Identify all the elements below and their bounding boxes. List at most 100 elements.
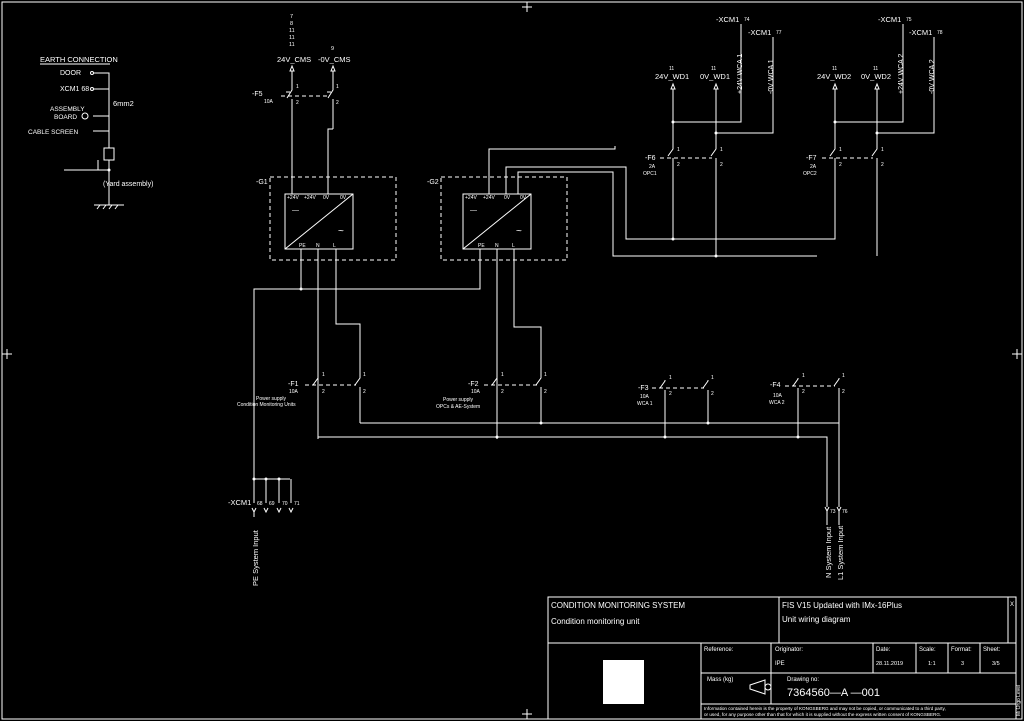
f5-pin1b: 1 (336, 84, 339, 90)
cms-neg-label: -0V_CMS (318, 55, 351, 64)
f1-rating: 10A (289, 389, 299, 395)
f6-tag: -F6 (645, 155, 656, 162)
f5-pin2b: 2 (336, 100, 339, 106)
f2-desc1: Power supply (443, 397, 474, 403)
f1-desc1: Power supply (256, 396, 287, 402)
f7-rating: 2A (810, 164, 817, 170)
tb-scale: 1:1 (928, 661, 936, 667)
f1-tag: -F1 (288, 381, 299, 388)
f7-tag: -F7 (806, 155, 817, 162)
wd1-supply-terminals: -XCM1 74 -XCM1 77 11 11 24V_WD1 0V_WD1 +… (655, 15, 782, 141)
earth-assembly-2: BOARD (54, 114, 77, 121)
earth-wire-size: 6mm2 (113, 99, 134, 108)
tb-note2: or used, for any purpose other than that… (704, 712, 941, 717)
g2-pe: PE (478, 243, 485, 249)
tb-scale-label: Scale: (919, 647, 936, 653)
bottom-xcm: -XCM1 (228, 498, 251, 507)
f4-pin2b: 2 (842, 389, 845, 395)
title-block: CONDITION MONITORING SYSTEM Condition mo… (547, 596, 1022, 720)
tb-fis: FIS V15 Updated with IMx-16Plus (782, 601, 902, 610)
f5-pin1a: 1 (296, 84, 299, 90)
earth-assembly-1: ASSEMBLY (50, 106, 85, 113)
company-logo (603, 660, 644, 704)
wd2-pos: 24V_WD2 (817, 72, 851, 81)
tb-note1: Information contained herein is the prop… (704, 706, 946, 711)
earth-door: DOOR (60, 70, 81, 77)
g2-dc-wires (488, 146, 817, 257)
psu-g2: -G2 +24V +24V 0V 0V — ~ PE N L (427, 176, 568, 261)
breaker-f7: -F7 2A OPC2 1 1 2 2 (714, 141, 884, 256)
earth-xcm: XCM1 68 (60, 86, 89, 93)
wd1-xcm-a-num: 74 (744, 17, 750, 23)
breaker-f4: -F4 10A WCA 2 1 1 2 2 (769, 373, 845, 437)
f6-desc: OPC1 (643, 171, 657, 177)
wd2-supply-terminals: -XCM1 75 -XCM1 78 11 11 24V_WD2 0V_WD2 +… (817, 15, 943, 141)
g1-t2: +24V (304, 195, 316, 201)
cms-num-1: 8 (290, 21, 293, 27)
bottom-70: 70 (282, 501, 288, 507)
g1-pe: PE (299, 243, 306, 249)
f3-desc: WCA 1 (637, 401, 653, 407)
bottom-73: 73 (830, 509, 836, 515)
l1-input-label: L1 System Input (836, 525, 845, 580)
projection-symbol-icon (749, 679, 772, 695)
wd1-xcm-a: -XCM1 (716, 15, 739, 24)
wd1-n2: 11 (711, 66, 716, 72)
f1-pin2b: 2 (363, 389, 366, 395)
f4-desc: WCA 2 (769, 400, 785, 406)
f5-tag: -F5 (252, 91, 263, 98)
tb-diagram: Unit wiring diagram (782, 615, 851, 624)
earth-yard: (Yard assembly) (103, 181, 153, 188)
bottom-76: 76 (842, 509, 848, 515)
f1-pin1a: 1 (322, 372, 325, 378)
tb-originator: IPE (775, 661, 785, 667)
wd1-wca-neg: -0V WCA 1 (768, 59, 775, 94)
f7-pin1b: 1 (881, 147, 884, 153)
f6-pin2b: 2 (720, 162, 723, 168)
f6-pin1a: 1 (677, 147, 680, 153)
f3-pin1b: 1 (711, 375, 714, 381)
cms-pos-label: 24V_CMS (277, 55, 311, 64)
f3-pin1a: 1 (669, 375, 672, 381)
cms-num-2: 11 (289, 28, 295, 34)
earth-cable-screen: CABLE SCREEN (28, 129, 79, 136)
g1-ac: ~ (338, 226, 344, 237)
tb-date: 28.11.2019 (876, 661, 903, 667)
wd1-pos: 24V_WD1 (655, 72, 689, 81)
breaker-f1: -F1 10A Power supply Condition Monitorin… (237, 368, 366, 423)
breaker-f2: -F2 10A Power supply OPCs & AE-System 1 … (436, 368, 547, 437)
g2-ac: ~ (516, 226, 522, 237)
g2-l: L (512, 243, 515, 249)
tb-system: CONDITION MONITORING SYSTEM (551, 601, 685, 610)
psu-g1: -G1 +24V +24V 0V 0V — ~ PE N L (256, 176, 397, 261)
wd1-xcm-b-num: 77 (776, 30, 782, 36)
g1-ac-wires (253, 249, 361, 479)
g1-t4: 0V (340, 195, 347, 201)
cms-num-0: 7 (290, 14, 293, 20)
wd2-xcm-b-num: 78 (937, 30, 943, 36)
wd2-n2: 11 (873, 66, 878, 72)
f7-pin2b: 2 (881, 162, 884, 168)
tb-side-label: Mi Orgo Level (1016, 685, 1022, 716)
cms-neg-num: 9 (331, 46, 334, 52)
nl-system-input: 73 76 N System Input L1 System Input (824, 506, 848, 580)
tb-sheet-label: Sheet: (983, 647, 1001, 653)
g2-t1: +24V (465, 195, 477, 201)
f2-pin2a: 2 (501, 389, 504, 395)
g2-t4: 0V (520, 195, 527, 201)
f2-pin1a: 1 (501, 372, 504, 378)
g1-n: N (316, 243, 320, 249)
tb-sheet: 3/5 (992, 661, 1000, 667)
f2-pin2b: 2 (544, 389, 547, 395)
wd2-xcm-a-num: 75 (906, 17, 912, 23)
wd2-xcm-a: -XCM1 (878, 15, 901, 24)
f3-pin2b: 2 (711, 391, 714, 397)
distribution-rails (318, 422, 840, 507)
f3-pin2a: 2 (669, 391, 672, 397)
cms-to-g1-wires (291, 128, 333, 194)
f4-pin2a: 2 (802, 389, 805, 395)
f2-desc2: OPCs & AE-System (436, 404, 480, 410)
tb-reference-label: Reference: (704, 647, 734, 653)
